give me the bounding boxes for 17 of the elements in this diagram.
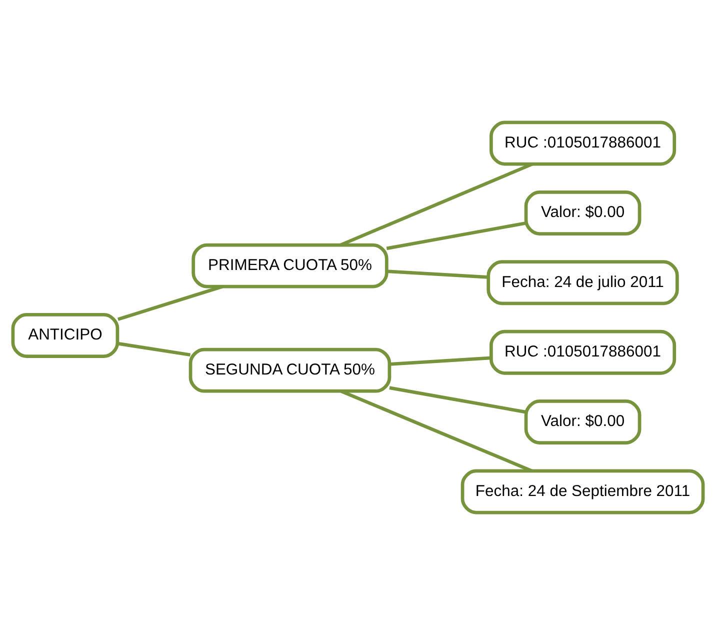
connector: [386, 270, 488, 279]
node-box: RUC :0105017886001: [490, 330, 676, 375]
node-box: Valor: $0.00: [524, 400, 642, 444]
node-box: RUC :0105017886001: [490, 120, 676, 166]
node-box: Valor: $0.00: [524, 190, 642, 236]
node-box: SEGUNDA CUOTA 50%: [188, 348, 392, 393]
connector: [340, 390, 533, 472]
node-box: Fecha: 24 de Septiembre 2011: [460, 469, 705, 514]
node-box: PRIMERA CUOTA 50%: [192, 243, 388, 288]
connector: [340, 162, 533, 246]
connector: [386, 221, 526, 250]
connector: [389, 356, 491, 366]
connector: [118, 342, 191, 357]
connector: [389, 386, 526, 414]
connector: [117, 285, 223, 321]
node-box: Fecha: 24 de julio 2011: [486, 260, 679, 306]
node-box: ANTICIPO: [11, 313, 120, 358]
